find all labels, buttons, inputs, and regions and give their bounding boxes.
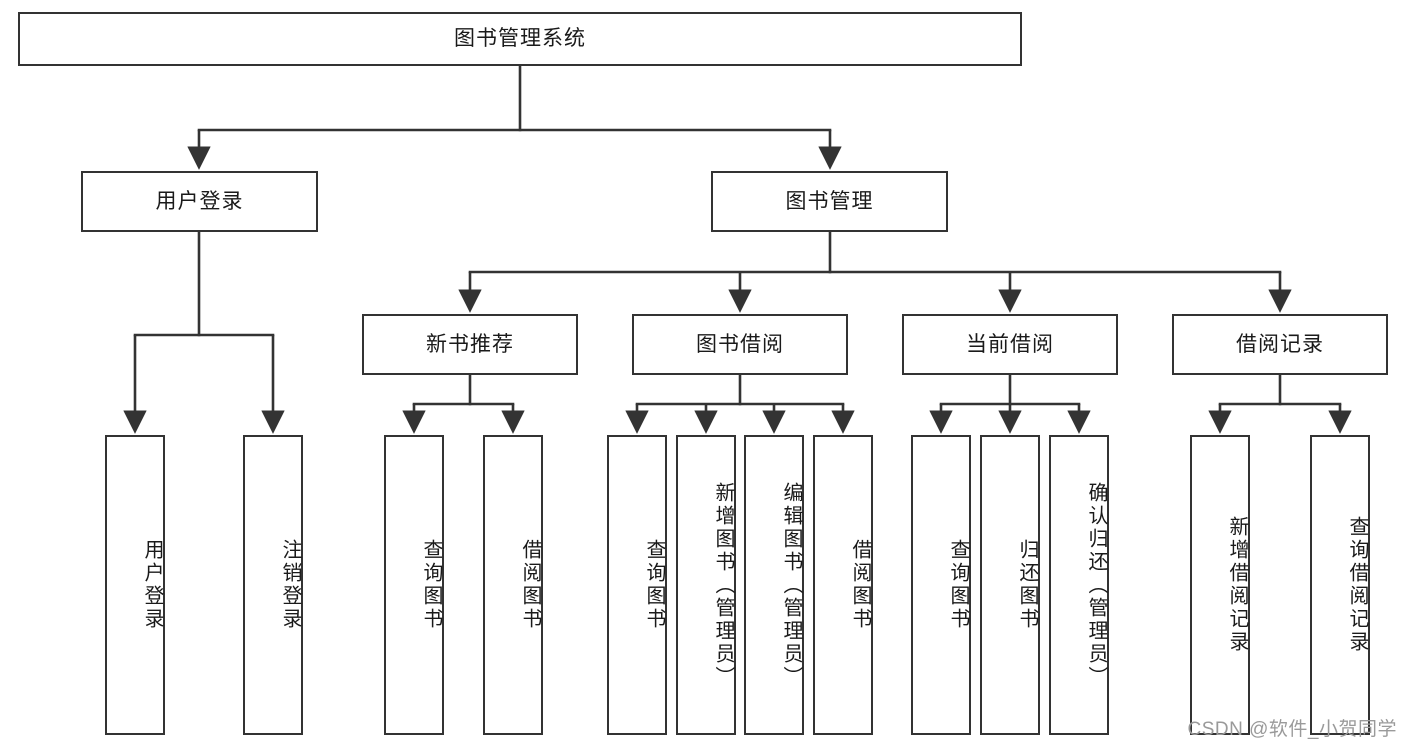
node-leaf-query-book-1-label: 查询图书 [420,539,442,631]
node-leaf-query-book-2[interactable]: 查询图书 [607,435,667,735]
node-leaf-user-login-label: 用户登录 [141,539,163,631]
node-leaf-return-book-label: 归还图书 [1016,539,1038,631]
node-leaf-confirm-return[interactable]: 确认归还（管理员） [1049,435,1109,735]
node-leaf-query-record-label: 查询借阅记录 [1346,516,1368,654]
node-leaf-logout-login[interactable]: 注销登录 [243,435,303,735]
node-book-manage-label: 图书管理 [785,189,874,213]
node-leaf-logout-login-label: 注销登录 [279,539,301,631]
node-leaf-edit-book[interactable]: 编辑图书（管理员） [744,435,804,735]
node-book-manage[interactable]: 图书管理 [711,171,948,232]
node-book-borrow[interactable]: 图书借阅 [632,314,848,375]
node-borrow-record[interactable]: 借阅记录 [1172,314,1388,375]
node-leaf-add-book-label: 新增图书（管理员） [712,481,734,689]
node-user-login-label: 用户登录 [155,189,244,213]
node-leaf-edit-book-label: 编辑图书（管理员） [780,481,802,689]
watermark-text: CSDN @软件_小贺同学 [1187,719,1397,740]
node-new-book-rec-label: 新书推荐 [426,332,514,356]
node-leaf-user-login[interactable]: 用户登录 [105,435,165,735]
node-leaf-borrow-book-2-label: 借阅图书 [849,539,871,631]
node-current-borrow-label: 当前借阅 [966,332,1054,356]
node-borrow-record-label: 借阅记录 [1236,332,1324,356]
node-new-book-rec[interactable]: 新书推荐 [362,314,578,375]
node-current-borrow[interactable]: 当前借阅 [902,314,1118,375]
node-leaf-borrow-book-1[interactable]: 借阅图书 [483,435,543,735]
node-leaf-borrow-book-2[interactable]: 借阅图书 [813,435,873,735]
node-leaf-borrow-book-1-label: 借阅图书 [519,539,541,631]
node-user-login[interactable]: 用户登录 [81,171,318,232]
node-leaf-add-book[interactable]: 新增图书（管理员） [676,435,736,735]
node-leaf-query-record[interactable]: 查询借阅记录 [1310,435,1370,735]
node-leaf-confirm-return-label: 确认归还（管理员） [1085,481,1107,689]
node-leaf-query-book-3[interactable]: 查询图书 [911,435,971,735]
node-leaf-add-record-label: 新增借阅记录 [1226,516,1248,654]
node-leaf-query-book-2-label: 查询图书 [643,539,665,631]
node-leaf-return-book[interactable]: 归还图书 [980,435,1040,735]
node-root[interactable]: 图书管理系统 [18,12,1022,66]
node-leaf-query-book-3-label: 查询图书 [947,539,969,631]
node-root-label: 图书管理系统 [454,27,586,51]
node-book-borrow-label: 图书借阅 [696,332,784,356]
node-leaf-query-book-1[interactable]: 查询图书 [384,435,444,735]
node-leaf-add-record[interactable]: 新增借阅记录 [1190,435,1250,735]
